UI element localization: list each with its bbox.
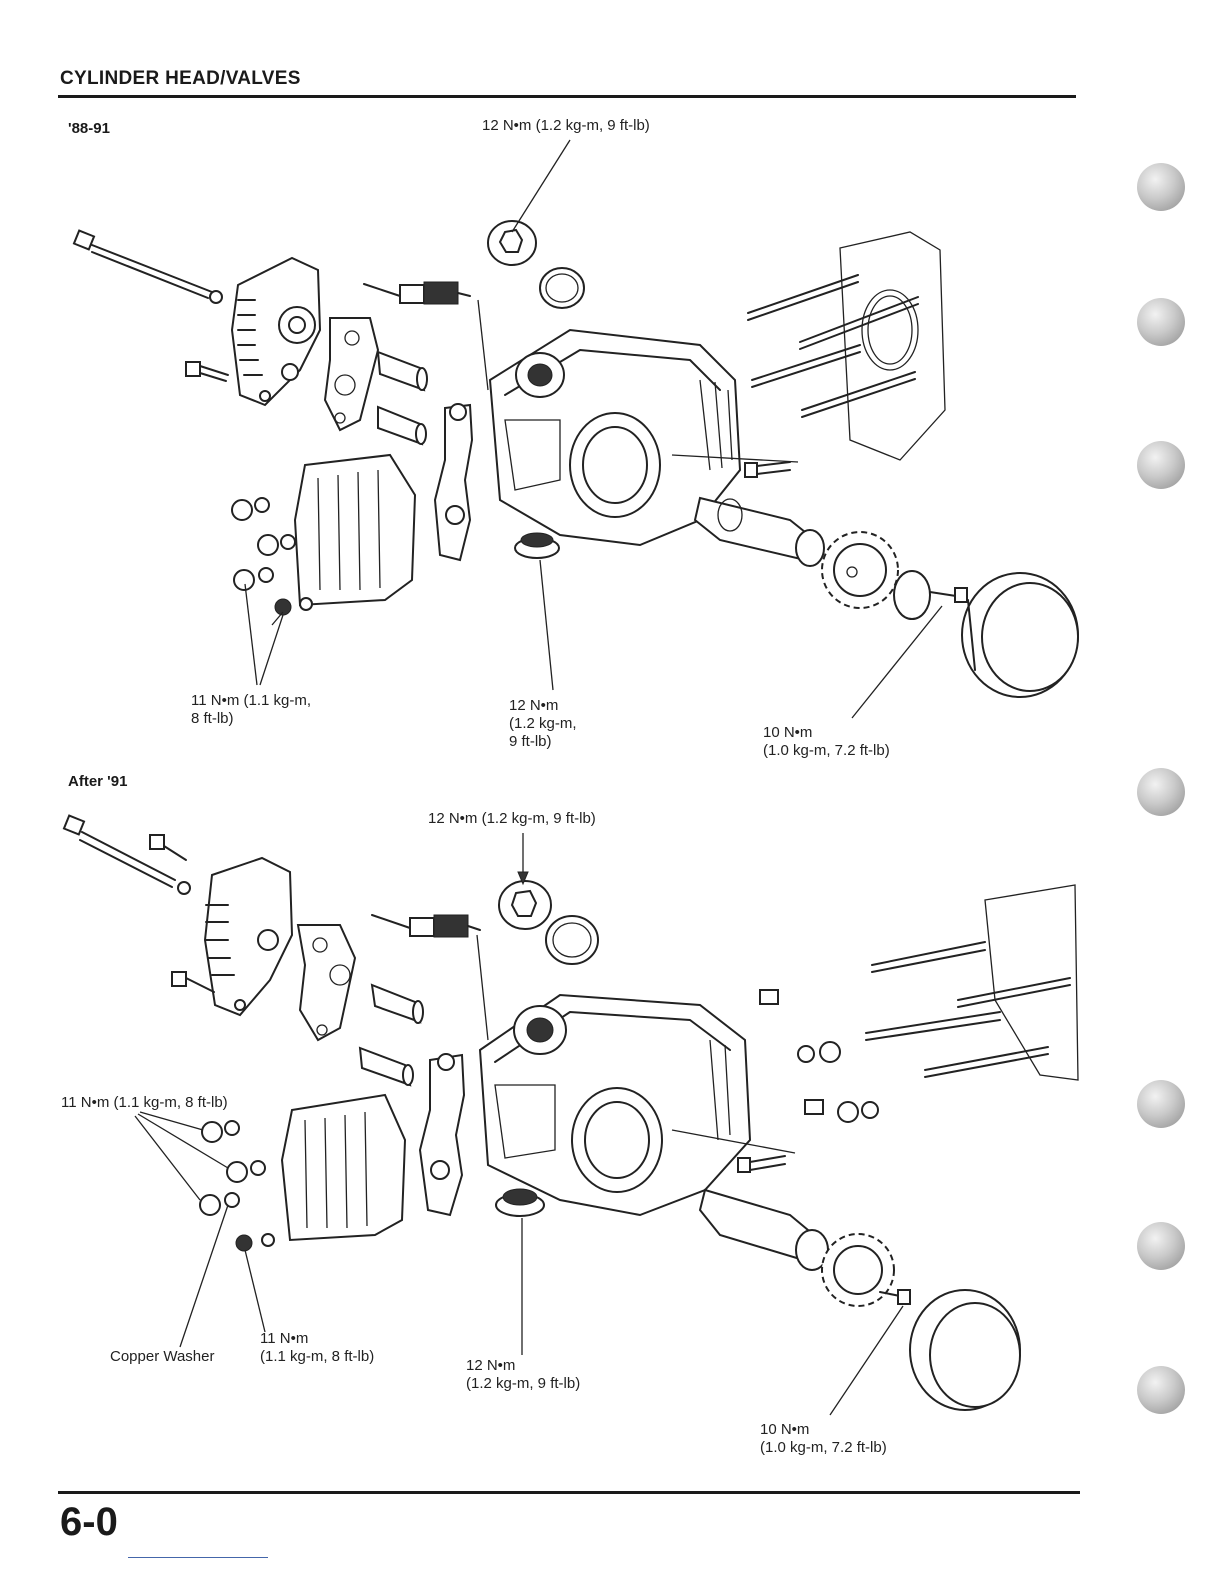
torque-label-cap-nuts: 11 N•m (1.1 kg-m, 8 ft-lb) [191, 692, 311, 727]
cylinder-studs [747, 274, 919, 418]
camshaft [698, 1188, 829, 1271]
spark-plug [363, 281, 471, 305]
title-rule [58, 95, 1076, 98]
copper-washer-label: Copper Washer [110, 1348, 215, 1365]
leader-lines [244, 139, 943, 719]
tensioner-body [203, 856, 294, 1017]
rocker-arms [433, 403, 474, 562]
short-bolt [171, 971, 215, 993]
sprocket-plate [893, 570, 931, 620]
thumb-tab [1137, 298, 1185, 346]
cylinder-block [839, 231, 946, 461]
cam-sprocket [821, 531, 899, 609]
cylinder-head [488, 328, 742, 547]
camshaft [693, 496, 825, 567]
torque-label-valve-cap: 12 N•m (1.2 kg-m, 9 ft-lb) [482, 117, 650, 134]
exploded-view-top [72, 139, 1079, 719]
upper-bolt [149, 834, 187, 861]
cap-nuts [231, 497, 313, 616]
sprocket-bolt [929, 587, 968, 603]
torque-label-sprocket-bolt: 10 N•m (1.0 kg-m, 7.2 ft-lb) [760, 1421, 887, 1456]
bottom-plug [495, 1188, 545, 1217]
torque-label-cap-nuts: 11 N•m (1.1 kg-m, 8 ft-lb) [61, 1094, 228, 1111]
thumb-tab [1137, 1366, 1185, 1414]
torque-label-sprocket-bolt: 10 N•m (1.0 kg-m, 7.2 ft-lb) [763, 724, 890, 759]
gasket [323, 317, 380, 432]
small-bolt [737, 1155, 786, 1173]
torque-label-single-nut: 11 N•m (1.1 kg-m, 8 ft-lb) [260, 1330, 375, 1365]
exploded-view-bottom [62, 814, 1079, 1416]
footer-rule [58, 1491, 1080, 1494]
sprocket-bolt [879, 1289, 911, 1305]
cylinder-block [984, 884, 1079, 1081]
cylinder-head [478, 993, 752, 1217]
o-ring [539, 267, 585, 309]
bottom-plug [514, 532, 560, 559]
section-title: CYLINDER HEAD/VALVES [60, 68, 301, 89]
side-cover [909, 1289, 1021, 1411]
valve-cap [498, 880, 552, 930]
variant-label-88-91: '88-91 [68, 120, 110, 137]
thumb-tab [1137, 441, 1185, 489]
torque-label-valve-cap: 12 N•m (1.2 kg-m, 9 ft-lb) [428, 810, 596, 827]
gasket [296, 924, 357, 1042]
o-ring [545, 915, 599, 965]
dowel-pins [376, 350, 428, 446]
thumb-tab [1137, 1222, 1185, 1270]
thumb-tab [1137, 1080, 1185, 1128]
page-number: 6-0 [60, 1500, 118, 1544]
tensioner-body [230, 256, 322, 407]
torque-label-plug: 12 N•m (1.2 kg-m, 9 ft-lb) [466, 1357, 581, 1392]
long-stud-bolt [72, 229, 223, 304]
thumb-tab [1137, 768, 1185, 816]
small-bolt [744, 461, 791, 478]
cam-sprocket [821, 1233, 895, 1307]
torque-label-plug: 12 N•m (1.2 kg-m, 9 ft-lb) [509, 697, 577, 750]
small-dowels [759, 989, 879, 1123]
head-cover [293, 453, 417, 607]
thumb-tab [1137, 163, 1185, 211]
rocker-arms [418, 1053, 466, 1217]
side-cover [961, 572, 1079, 698]
spark-plug [371, 914, 481, 938]
leader-lines [134, 833, 904, 1416]
valve-cap [487, 220, 537, 266]
head-cover [280, 1093, 407, 1242]
dowel-pins [358, 983, 424, 1087]
cylinder-studs [865, 941, 1071, 1078]
variant-label-after-91: After '91 [68, 773, 128, 790]
bottom-link-line [128, 1557, 268, 1558]
long-stud-bolt [62, 814, 191, 895]
cap-nuts [199, 1120, 275, 1252]
short-bolt [185, 361, 229, 382]
